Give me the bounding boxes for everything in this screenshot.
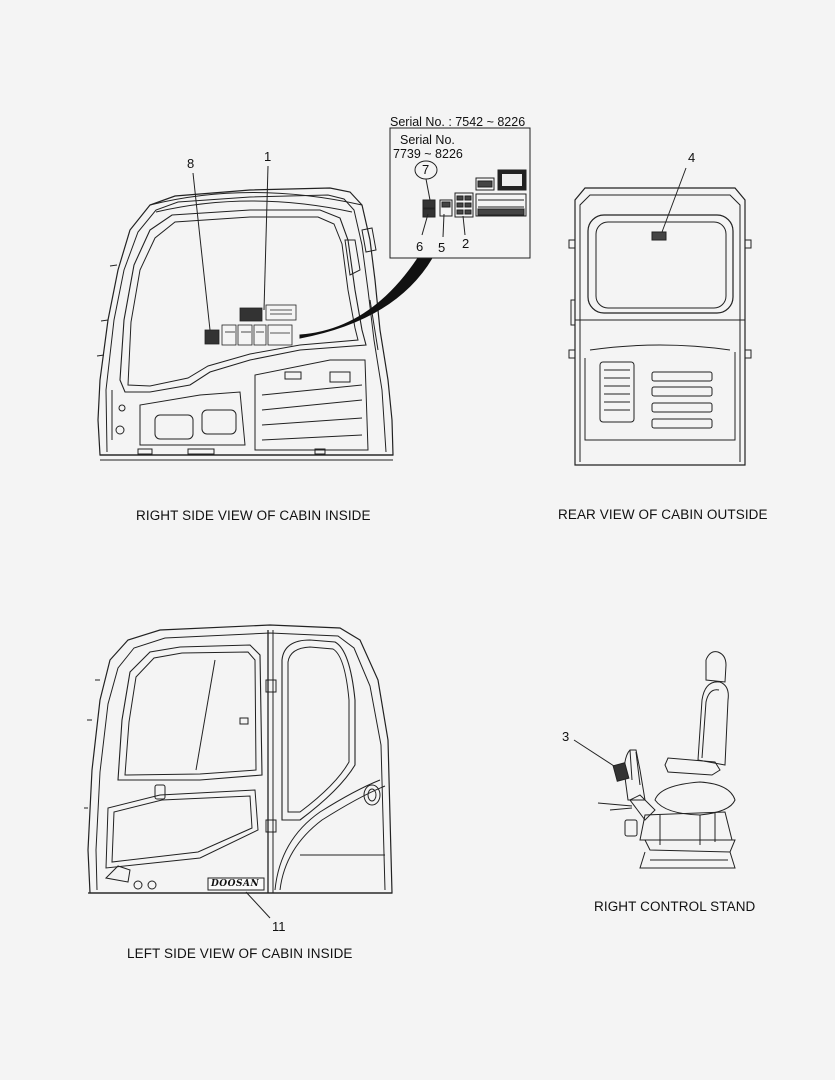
left-side-cabin-drawing — [84, 624, 393, 919]
right-side-cabin-drawing — [96, 187, 394, 461]
callout-7: 7 — [422, 162, 430, 177]
doosan-logo: DOOSAN — [211, 879, 260, 889]
callout-2: 2 — [462, 236, 470, 251]
callout-4: 4 — [688, 150, 696, 165]
leader-4 — [661, 167, 687, 233]
detail-pointer — [299, 257, 433, 339]
serial-range-inner-value: 7739 ~ 8226 — [393, 147, 463, 161]
control-stand-drawing — [573, 651, 736, 869]
serial-range-inner-label: Serial No. — [400, 133, 455, 147]
callout-11: 11 — [272, 919, 286, 934]
detail-box — [389, 127, 531, 259]
caption-left-side-view: LEFT SIDE VIEW OF CABIN INSIDE — [127, 946, 353, 961]
right-side-decals — [204, 304, 297, 346]
callout-5: 5 — [438, 240, 446, 255]
callout-1: 1 — [264, 149, 272, 164]
caption-rear-view: REAR VIEW OF CABIN OUTSIDE — [558, 507, 768, 522]
caption-right-control-stand: RIGHT CONTROL STAND — [594, 899, 756, 914]
callout-3: 3 — [562, 729, 570, 744]
rear-cabin-drawing — [568, 167, 752, 466]
leader-11 — [245, 891, 271, 919]
leader-1 — [263, 165, 269, 311]
callout-8: 8 — [187, 156, 195, 171]
leader-3 — [573, 739, 615, 767]
callout-6: 6 — [416, 239, 424, 254]
serial-range-outer: Serial No. : 7542 ~ 8226 — [390, 115, 526, 129]
leader-8 — [192, 172, 211, 331]
caption-right-side-view: RIGHT SIDE VIEW OF CABIN INSIDE — [136, 508, 371, 523]
